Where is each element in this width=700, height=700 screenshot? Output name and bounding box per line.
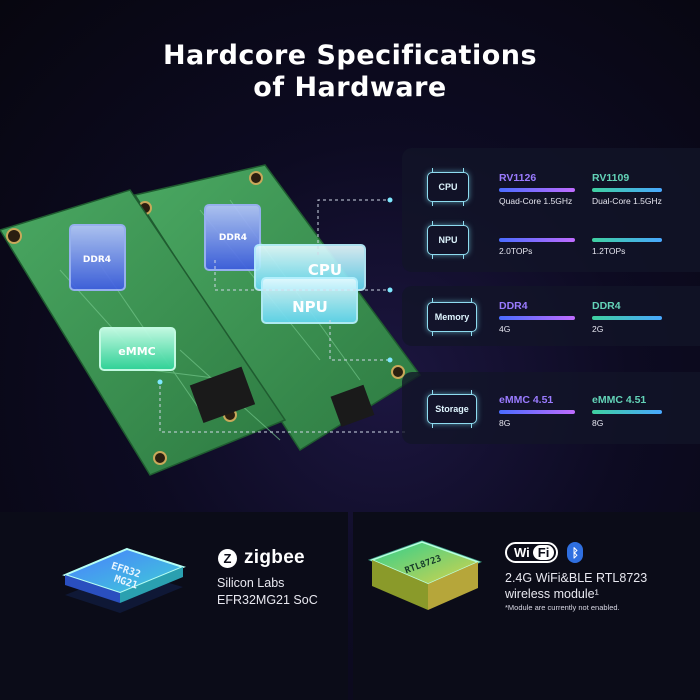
page-title: Hardcore Specifications of Hardware — [0, 40, 700, 104]
board-illustration: DDR4 DDR4 CPU NPU eMMC — [0, 150, 440, 480]
ddr4-chip-right: DDR4 — [204, 204, 261, 271]
npu-a-detail: 2.0TOPs — [499, 246, 533, 256]
storage-panel: Storage eMMC 4.51 8G eMMC 4.51 8G — [402, 372, 700, 444]
ddr4-left-label: DDR4 — [83, 255, 111, 265]
leader-dot — [387, 197, 393, 203]
mount-hole — [153, 451, 167, 465]
storage-spec-a: eMMC 4.51 8G — [499, 394, 575, 428]
storage-a-name: eMMC 4.51 — [499, 394, 554, 406]
memory-b-name: DDR4 — [592, 300, 621, 312]
ic-chip — [189, 366, 256, 424]
memory-b-detail: 2G — [592, 324, 604, 334]
storage-a-detail: 8G — [499, 418, 511, 428]
ic-chip — [330, 384, 375, 427]
wifi-logo-row: Wi Fi ᛒ — [505, 542, 584, 563]
wifi-chip-side — [428, 562, 478, 610]
mount-hole — [6, 228, 22, 244]
storage-icon-label: Storage — [435, 404, 469, 414]
npu-spec-a: 2.0TOPs — [499, 235, 575, 256]
zigbee-chip-side — [65, 575, 120, 603]
emmc-chip: eMMC — [99, 327, 176, 371]
bluetooth-icon: ᛒ — [567, 542, 584, 563]
leader-dot — [157, 379, 163, 385]
npu-icon-label: NPU — [438, 235, 458, 245]
leader-line-cpu — [317, 199, 390, 255]
title-line-1: Hardcore Specifications — [162, 40, 538, 71]
wifi-footnote: *Module are currently not enabled. — [505, 603, 620, 612]
memory-a-name: DDR4 — [499, 300, 528, 312]
wifi-badge: Wi Fi — [505, 542, 559, 563]
cpu-spec-b: RV1109 Dual-Core 1.5GHz — [592, 172, 662, 206]
storage-icon: Storage — [427, 390, 477, 428]
title-line-2: of Hardware — [253, 72, 447, 103]
cpu-icon-label: CPU — [438, 182, 458, 192]
cpu-chip-label: CPU — [308, 261, 342, 279]
emmc-chip-label: eMMC — [118, 345, 155, 358]
storage-a-bar — [499, 410, 575, 414]
memory-icon-label: Memory — [434, 312, 470, 322]
wifi-line-1: 2.4G WiFi&BLE RTL8723 — [505, 571, 648, 585]
storage-spec-b: eMMC 4.51 8G — [592, 394, 662, 428]
memory-b-bar — [592, 316, 662, 320]
leader-line-npu — [329, 320, 390, 361]
cpu-b-name: RV1109 — [592, 172, 630, 184]
zigbee-line-2: EFR32MG21 SoC — [217, 593, 318, 607]
storage-b-name: eMMC 4.51 — [592, 394, 647, 406]
wifi-chip-illustration: RTL8723 — [367, 540, 483, 610]
storage-b-detail: 8G — [592, 418, 604, 428]
zigbee-icon — [218, 548, 237, 568]
memory-spec-a: DDR4 4G — [499, 300, 575, 334]
boards-svg: DDR4 DDR4 CPU NPU eMMC — [0, 164, 422, 476]
wifi-badge-wi: Wi — [514, 545, 530, 560]
cpu-a-bar — [499, 188, 575, 192]
npu-b-bar — [592, 238, 662, 242]
cpu-b-bar — [592, 188, 662, 192]
cpu-spec-a: RV1126 Quad-Core 1.5GHz — [499, 172, 575, 206]
memory-a-detail: 4G — [499, 324, 511, 334]
leader-dot — [387, 287, 393, 293]
npu-b-detail: 1.2TOPs — [592, 246, 626, 256]
storage-b-bar — [592, 410, 662, 414]
wifi-description: 2.4G WiFi&BLE RTL8723 wireless module¹ — [505, 570, 647, 602]
leader-line-memory — [214, 260, 390, 291]
leader-dot — [387, 357, 393, 363]
mount-hole — [391, 365, 405, 379]
memory-a-bar — [499, 316, 575, 320]
memory-spec-b: DDR4 2G — [592, 300, 662, 334]
cpu-a-detail: Quad-Core 1.5GHz — [499, 196, 573, 206]
cpu-a-name: RV1126 — [499, 172, 537, 184]
cpu-npu-panel: CPU RV1126 Quad-Core 1.5GHz RV1109 Dual-… — [402, 148, 700, 272]
zigbee-chip-side — [120, 567, 183, 603]
npu-spec-b: 1.2TOPs — [592, 235, 662, 256]
npu-chip-label: NPU — [292, 298, 328, 316]
zigbee-chip-illustration: EFR32 MG21 — [62, 547, 186, 613]
memory-panel: Memory DDR4 4G DDR4 2G — [402, 286, 700, 346]
ddr4-right-label: DDR4 — [219, 233, 247, 243]
zigbee-line-1: Silicon Labs — [217, 576, 285, 590]
npu-a-bar — [499, 238, 575, 242]
wifi-badge-fi: Fi — [532, 545, 555, 560]
cpu-b-detail: Dual-Core 1.5GHz — [592, 196, 662, 206]
wifi-line-2: wireless module¹ — [505, 587, 599, 601]
cpu-npu-stack: CPU NPU — [254, 244, 366, 324]
zigbee-card — [0, 512, 348, 700]
mount-hole — [249, 171, 263, 185]
npu-icon: NPU — [427, 221, 469, 259]
cpu-icon: CPU — [427, 168, 469, 206]
memory-icon: Memory — [427, 298, 477, 336]
zigbee-logo: zigbee — [218, 547, 305, 569]
zigbee-logo-text: zigbee — [244, 547, 305, 568]
wifi-chip-side — [372, 560, 428, 610]
zigbee-description: Silicon Labs EFR32MG21 SoC — [217, 575, 318, 609]
ddr4-chip-left: DDR4 — [69, 224, 126, 291]
